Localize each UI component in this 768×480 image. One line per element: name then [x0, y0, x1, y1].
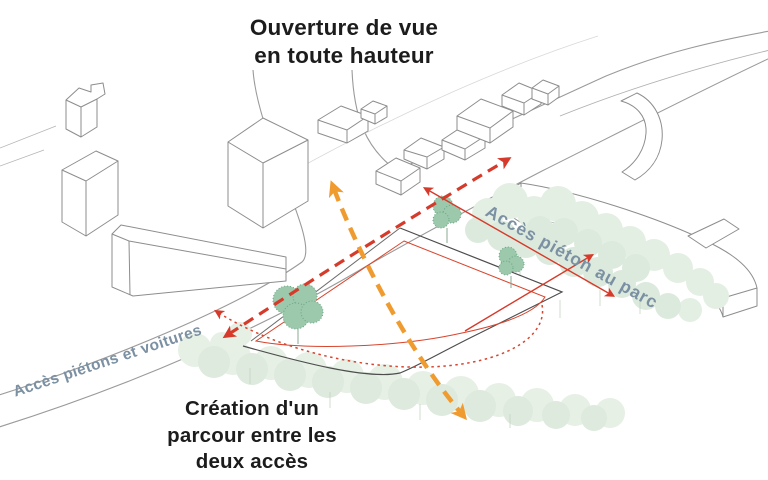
- house-cube: [456, 98, 514, 144]
- path-loop-red-dotted: [214, 304, 544, 368]
- title-annotation: Ouverture de vue en toute hauteur: [168, 14, 520, 70]
- path-creation-note: Création d'un parcour entre les deux acc…: [118, 396, 386, 476]
- road-edge-branch-and-north: [351, 30, 768, 171]
- title-line-2: en toute hauteur: [254, 42, 434, 68]
- left-street-stub: [0, 125, 57, 167]
- buildings-wireframe: [61, 79, 758, 318]
- path-note-line-1: Création d'un: [185, 397, 319, 420]
- red-dotted-curve-arrow: [214, 304, 544, 368]
- title-line-1: Ouverture de vue: [249, 15, 439, 40]
- house-cube: [501, 82, 542, 116]
- building-block: [61, 150, 119, 237]
- path-note-line-2: parcour entre les: [167, 423, 337, 447]
- house-cube: [531, 79, 560, 106]
- lot-line: [291, 35, 599, 173]
- house-cube: [360, 100, 388, 125]
- road-edge-upper-right: [559, 50, 768, 117]
- orange-dashed-double-arrow: [328, 180, 467, 421]
- path-note-line-3: deux accès: [195, 450, 309, 474]
- tree: [432, 195, 462, 243]
- orange-view-arrow: [328, 180, 467, 421]
- curved-tower: [620, 92, 663, 181]
- house-cube: [317, 105, 369, 144]
- building-block: [65, 82, 106, 138]
- building-slab: [111, 224, 287, 297]
- curved-building-notch: [687, 218, 740, 249]
